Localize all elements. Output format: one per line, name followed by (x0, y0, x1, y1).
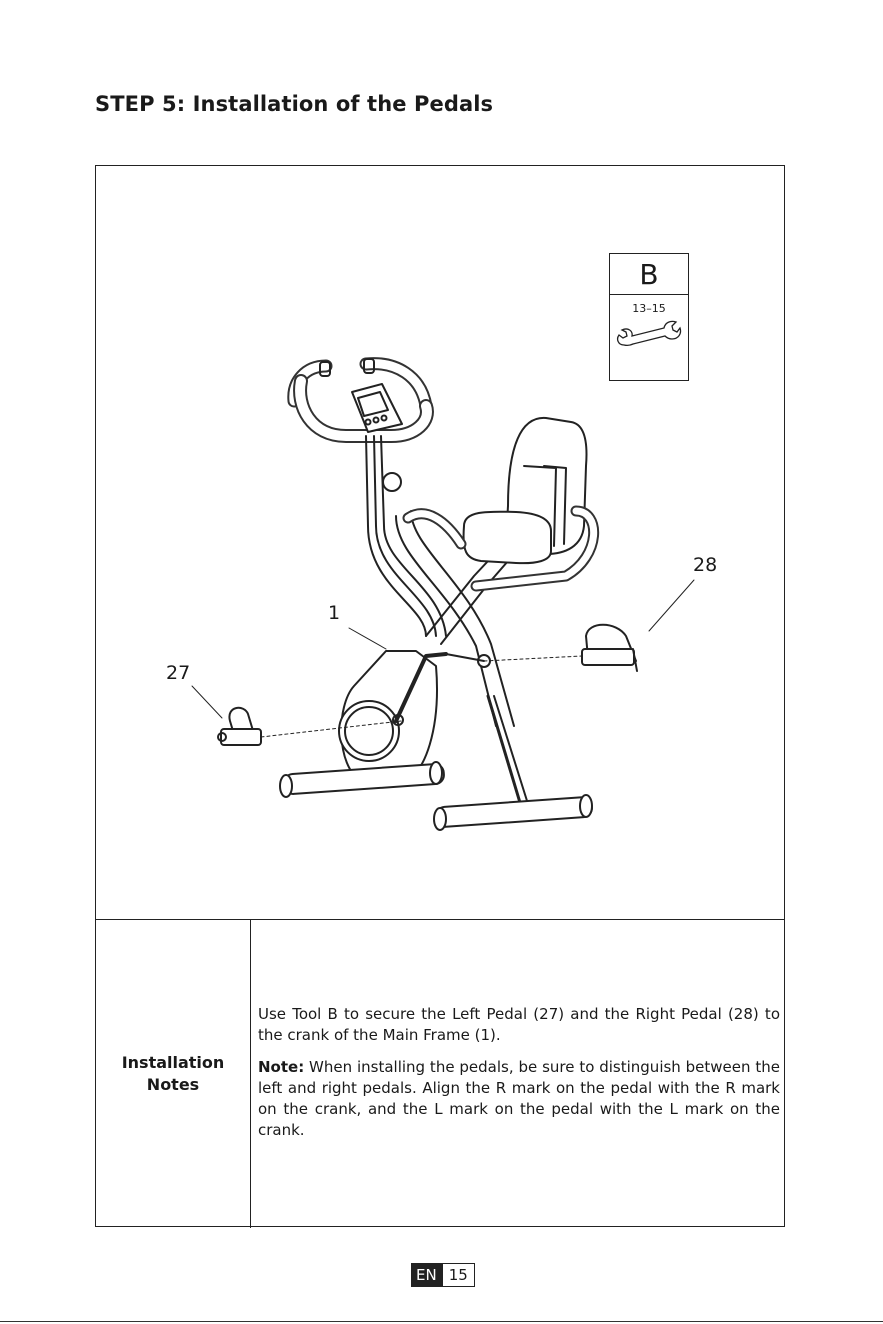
notes-paragraph-2: Note: When installing the pedals, be sur… (258, 1057, 780, 1141)
page-title: STEP 5: Installation of the Pedals (95, 92, 494, 116)
wrench-icon (617, 320, 682, 347)
table-divider-vertical (250, 919, 251, 1228)
callout-left-pedal: 27 (166, 662, 191, 684)
page-footer: EN 15 (411, 1263, 475, 1287)
page-number: 15 (441, 1263, 475, 1287)
note-label: Note: (258, 1058, 305, 1076)
notes-label-line2: Notes (146, 1074, 200, 1094)
language-badge: EN (411, 1263, 442, 1287)
installation-notes-text: Use Tool B to secure the Left Pedal (27)… (258, 1004, 780, 1152)
tool-size: 13–15 (632, 302, 666, 315)
callout-right-pedal: 28 (693, 554, 718, 576)
note-text: When installing the pedals, be sure to d… (258, 1058, 780, 1139)
exercise-bike-illustration (191, 357, 695, 831)
table-divider-horizontal (96, 919, 784, 920)
tool-b-box: B 13–15 (609, 253, 689, 381)
bottom-rule (0, 1321, 883, 1322)
callout-main-frame: 1 (328, 602, 341, 624)
notes-label-line1: Installation (121, 1052, 225, 1072)
installation-notes-label: Installation Notes (96, 919, 250, 1228)
notes-paragraph-1: Use Tool B to secure the Left Pedal (27)… (258, 1005, 780, 1044)
assembly-diagram: B 13–15 1 27 28 (96, 166, 786, 919)
instruction-frame: B 13–15 1 27 28 Installation Notes Use T… (95, 165, 786, 1228)
tool-letter: B (610, 254, 688, 295)
